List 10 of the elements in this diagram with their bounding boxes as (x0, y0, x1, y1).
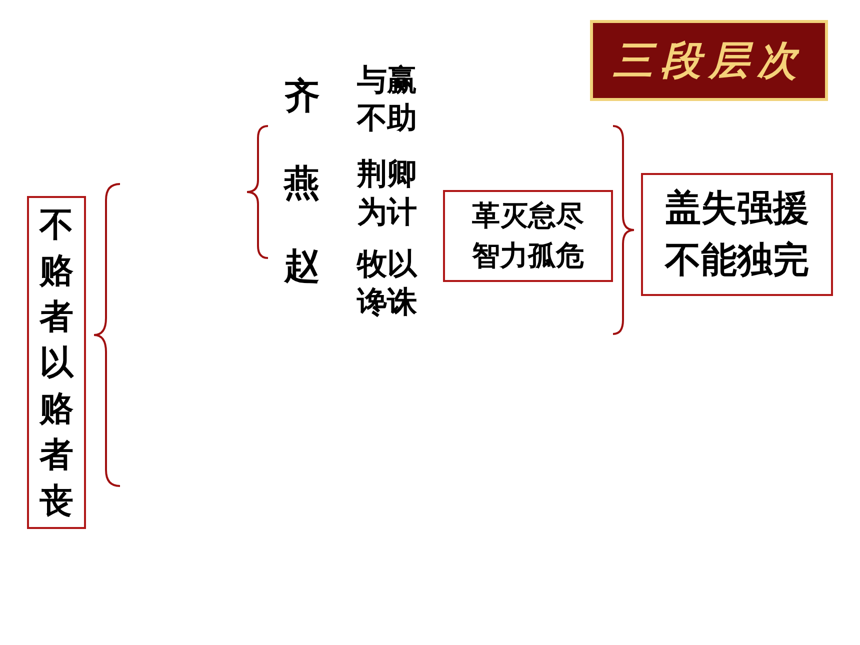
state-name: 燕 (284, 165, 321, 203)
text-box: 不赂者以赂者丧 (27, 196, 86, 529)
text-box: 盖失强援不能独完 (641, 173, 833, 296)
title-banner: 三段层次 (590, 20, 828, 101)
phrase-text: 牧以谗诛 (357, 246, 418, 322)
phrase-text: 与赢不助 (357, 62, 418, 138)
state-name: 赵 (284, 248, 321, 286)
state-name: 齐 (284, 78, 321, 116)
text-box: 革灭怠尽智力孤危 (443, 190, 613, 282)
phrase-text: 荆卿为计 (357, 156, 418, 232)
